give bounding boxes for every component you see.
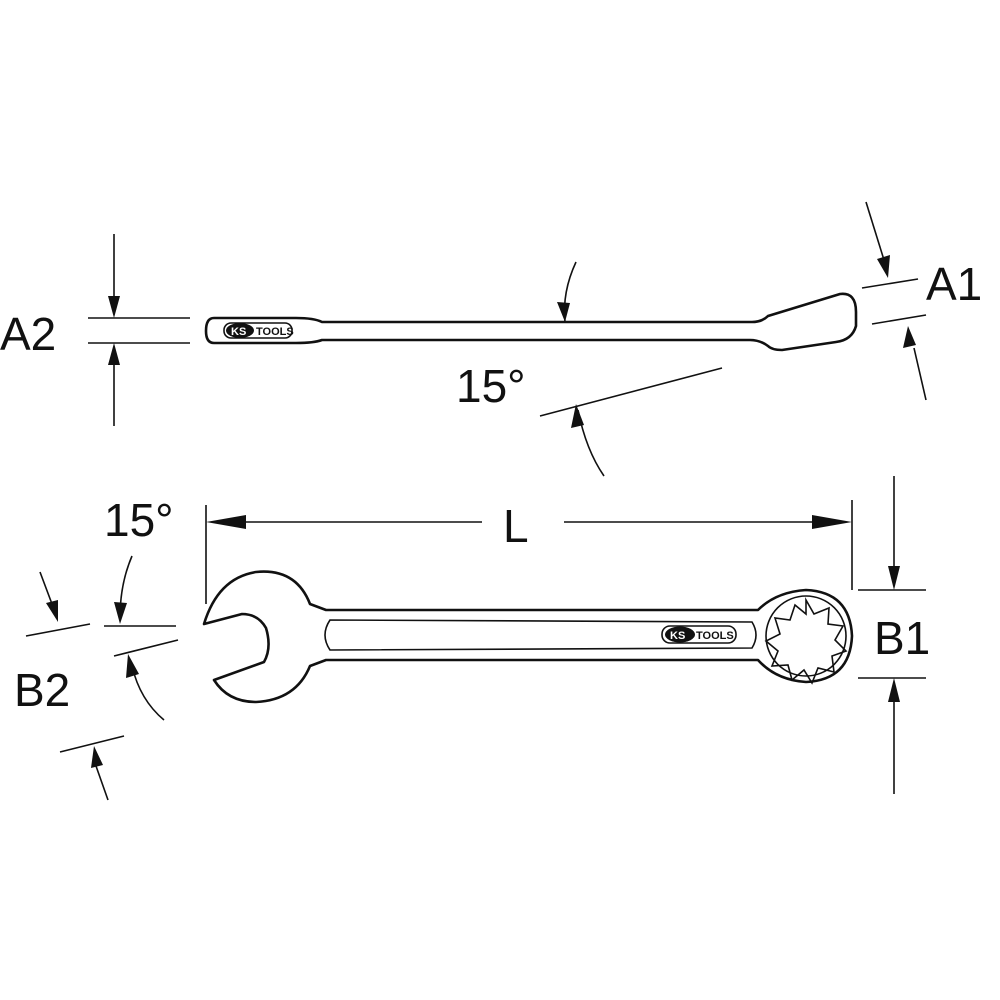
dimension-a1: A1 (861, 201, 982, 401)
label-a1: A1 (926, 258, 982, 310)
side-view-body (204, 292, 858, 352)
label-a2: A2 (0, 308, 56, 360)
top-view-logo: KS TOOLS (661, 625, 737, 644)
label-b1: B1 (874, 612, 930, 664)
label-b2: B2 (14, 664, 70, 716)
label-angle-top: 15° (456, 360, 526, 412)
label-length: L (503, 500, 529, 552)
dimension-b1: B1 (858, 476, 930, 794)
dimension-a2: A2 (0, 234, 190, 426)
top-view-body (202, 570, 854, 704)
logo-ks-text-2: KS (670, 630, 685, 642)
label-angle-side: 15° (104, 494, 174, 546)
ring-twelve-point (764, 596, 848, 685)
dimension-angle-side: 15° (104, 494, 174, 721)
logo-tools-text-2: TOOLS (696, 630, 734, 642)
dimension-b2: B2 (14, 571, 179, 801)
logo-tools-text: TOOLS (256, 326, 294, 338)
dimension-length: L (205, 500, 853, 604)
wrench-top-view: KS TOOLS (202, 570, 854, 704)
side-view-logo: KS TOOLS (223, 322, 294, 339)
ring-outer-circle (765, 595, 847, 677)
wrench-side-view: KS TOOLS (204, 292, 858, 352)
shaft-groove (324, 619, 757, 651)
dimension-angle-top: 15° (456, 261, 723, 477)
logo-ks-text: KS (231, 326, 246, 338)
